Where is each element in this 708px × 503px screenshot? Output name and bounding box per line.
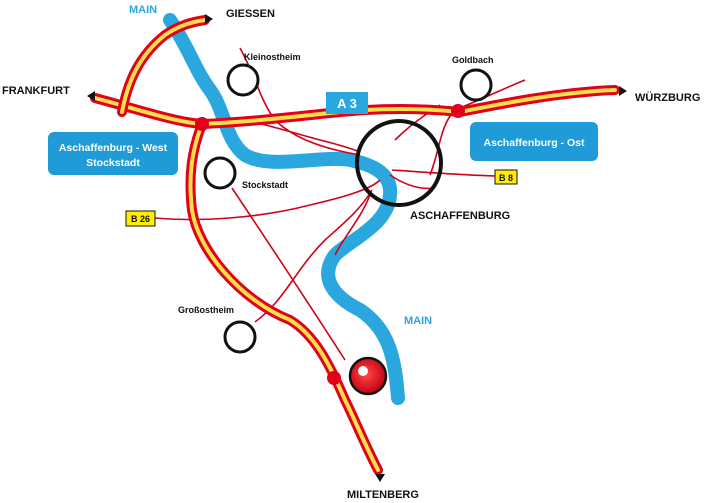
label-grossostheim: Großostheim [178, 305, 234, 315]
interchange-ost [451, 104, 465, 118]
label-miltenberg: MILTENBERG [347, 489, 419, 501]
road-grossostheim [254, 189, 373, 323]
label-kleinostheim: Kleinostheim [244, 52, 301, 62]
label-main-bottom: MAIN [404, 315, 432, 327]
town-goldbach [459, 68, 493, 102]
label-stockstadt: Stockstadt [242, 180, 288, 190]
label-frankfurt: FRANKFURT [2, 85, 70, 97]
shield-b8-label: B 8 [499, 173, 513, 183]
arrow-giessen-icon [205, 14, 213, 24]
destination-marker [348, 356, 388, 396]
label-giessen: GIESSEN [226, 8, 275, 20]
road-b8 [391, 169, 496, 177]
label-aschaffenburg: ASCHAFFENBURG [410, 210, 510, 222]
road-asch-sw [334, 194, 371, 256]
shield-a3 [326, 92, 368, 114]
town-grossostheim [223, 320, 257, 354]
city-aschaffenburg [355, 119, 443, 207]
label-main-top: MAIN [129, 4, 157, 16]
arrow-miltenberg-icon [375, 474, 385, 482]
interchange-west [195, 117, 209, 131]
exit-west-line1: Aschaffenburg - West [59, 142, 168, 154]
exit-box-ost [470, 122, 598, 161]
arrow-wurzburg-icon [619, 86, 627, 96]
towns [203, 63, 493, 354]
shield-a3-label: A 3 [337, 96, 357, 111]
interchange-south [327, 371, 341, 385]
direction-arrows [87, 14, 627, 482]
shield-b26 [125, 210, 156, 227]
exit-ost-label: Aschaffenburg - Ost [484, 137, 585, 149]
arrow-frankfurt-icon [87, 91, 95, 101]
town-kleinostheim [226, 63, 260, 97]
river-main [163, 13, 405, 405]
exit-west-line2: Stockstadt [86, 157, 140, 169]
shield-b26-label: B 26 [131, 214, 150, 224]
road-stockstadt-south [231, 187, 346, 361]
shield-b8 [494, 169, 518, 185]
exit-box-west [48, 132, 178, 175]
label-wurzburg: WÜRZBURG [635, 91, 700, 104]
label-goldbach: Goldbach [452, 55, 494, 65]
town-stockstadt [203, 156, 237, 190]
